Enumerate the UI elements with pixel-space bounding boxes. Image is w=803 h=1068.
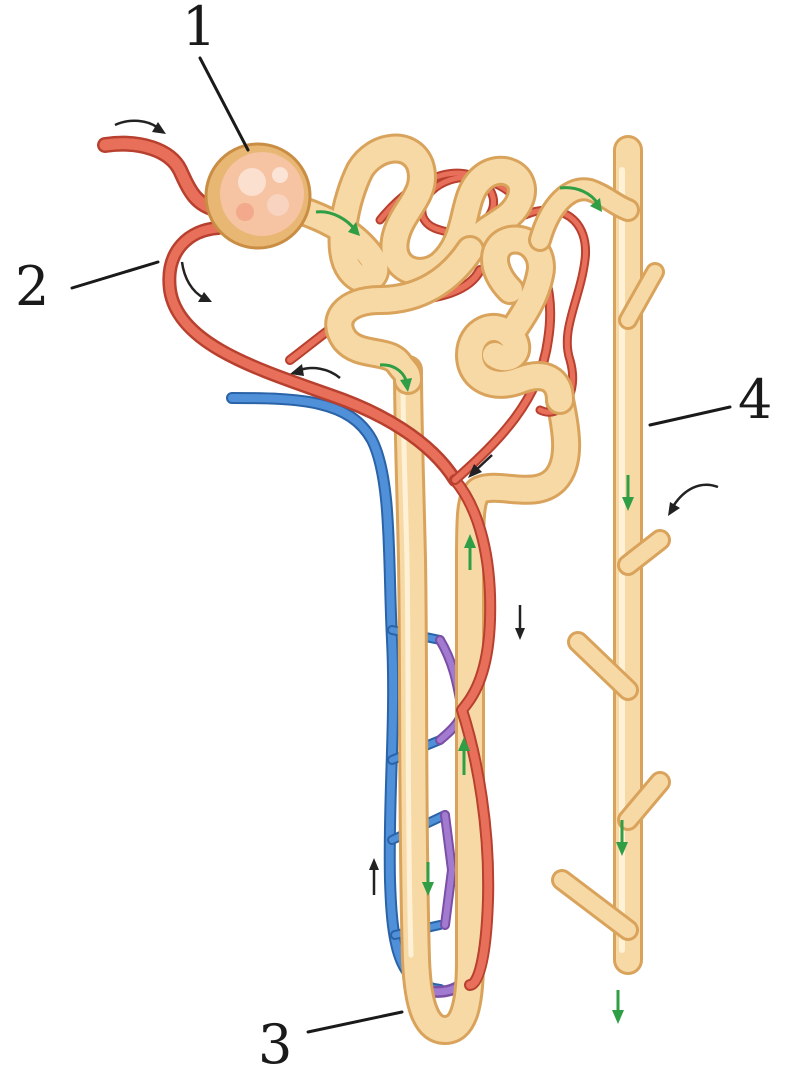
label-3: 3 <box>258 1012 402 1068</box>
label-4: 4 <box>650 368 772 431</box>
label-3-text: 3 <box>258 1013 292 1068</box>
label-2-text: 2 <box>15 255 49 318</box>
label-1: 1 <box>182 0 248 150</box>
arrow-icon <box>182 262 212 302</box>
arrow-icon <box>290 364 340 378</box>
arrow-icon <box>668 485 718 516</box>
collecting-duct <box>562 150 660 960</box>
arrow-icon <box>369 858 379 895</box>
arrow-icon <box>612 990 624 1024</box>
arrow-icon <box>515 605 525 640</box>
label-1-text: 1 <box>182 0 216 58</box>
label-2: 2 <box>15 255 158 318</box>
arrow-icon <box>115 121 166 134</box>
label-4-text: 4 <box>738 368 772 431</box>
glomerulus-capsule-icon <box>206 144 310 248</box>
